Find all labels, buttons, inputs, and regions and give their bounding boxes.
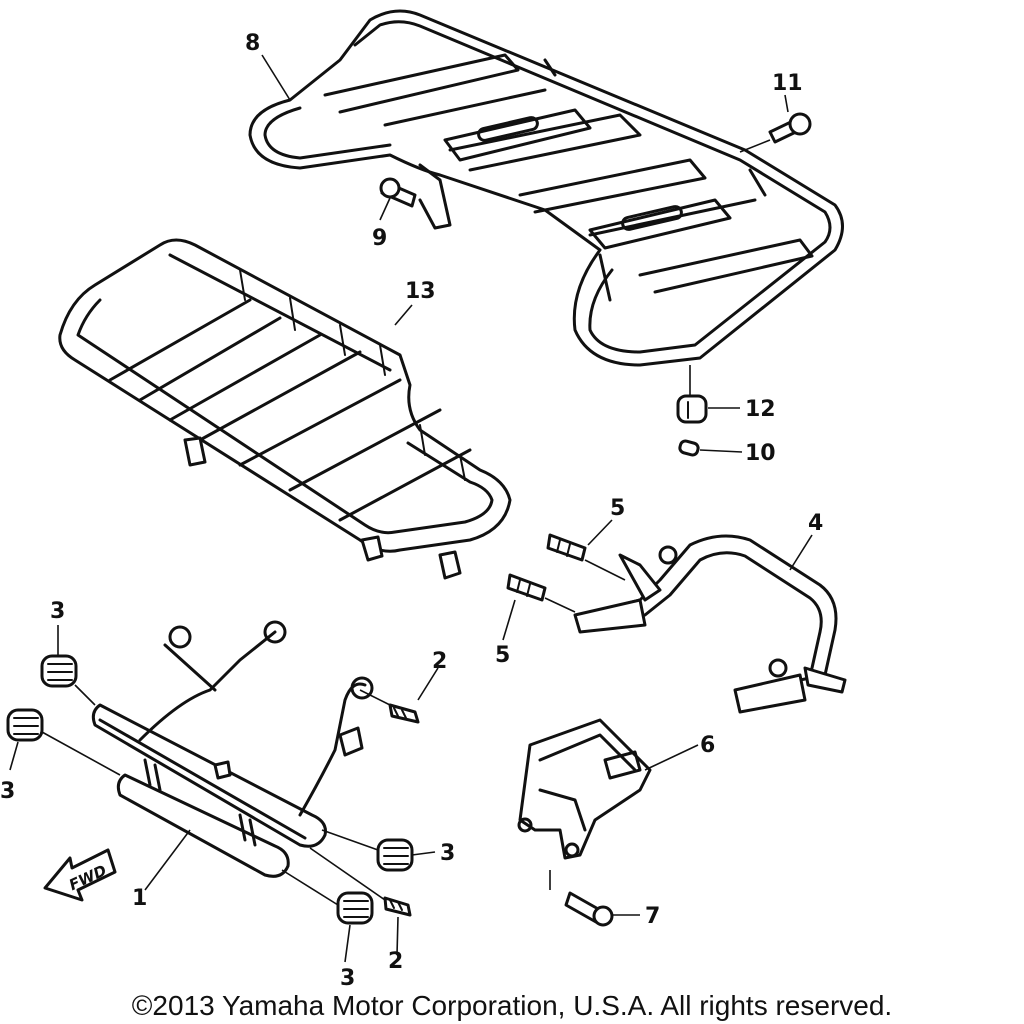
- bolt-7: [564, 891, 614, 927]
- bolt-9: [379, 177, 417, 208]
- callout-6: 6: [700, 733, 715, 758]
- callout-3-bottom: 3: [340, 966, 355, 991]
- callout-2-lower: 2: [388, 949, 403, 974]
- callout-3-right: 3: [440, 841, 455, 866]
- callout-8: 8: [245, 31, 260, 56]
- bolt-5-lower: [506, 573, 547, 602]
- front-guard: [91, 620, 374, 878]
- fwd-arrow-icon: FWD: [43, 848, 117, 902]
- grommet-12: [676, 394, 708, 424]
- callout-7: 7: [645, 904, 660, 929]
- callout-3-left: 3: [0, 779, 15, 804]
- callout-10: 10: [745, 441, 776, 466]
- pin-10: [678, 439, 700, 457]
- callout-13: 13: [405, 279, 436, 304]
- bushing-3-bottom: [336, 891, 374, 925]
- callout-5-lower: 5: [495, 643, 510, 668]
- callout-2-upper: 2: [432, 649, 447, 674]
- callout-11: 11: [772, 71, 803, 96]
- leader-lines: [9, 54, 813, 963]
- callout-4: 4: [808, 511, 823, 536]
- bushing-3-right: [376, 838, 414, 872]
- callout-5-upper: 5: [610, 496, 625, 521]
- bolt-11: [768, 112, 812, 144]
- front-carrier: [58, 238, 512, 580]
- bracket: [517, 718, 652, 860]
- rear-guard: [573, 534, 847, 714]
- rear-carrier: [248, 9, 844, 367]
- bushing-3-left: [6, 708, 44, 742]
- bushing-3-top-left: [40, 654, 78, 688]
- callout-1: 1: [132, 886, 147, 911]
- copyright-notice: ©2013 Yamaha Motor Corporation, U.S.A. A…: [131, 990, 893, 1021]
- callout-3-top-left: 3: [50, 599, 65, 624]
- callout-9: 9: [372, 226, 387, 251]
- bolt-2-lower: [383, 896, 412, 917]
- bolt-5-upper: [546, 533, 587, 562]
- callout-numbers: 8 9 11 13 12 10 5 4 5 3 2 3 6 3 1 7 2 3: [0, 31, 823, 991]
- bolt-2-upper: [388, 703, 420, 724]
- callout-12: 12: [745, 397, 776, 422]
